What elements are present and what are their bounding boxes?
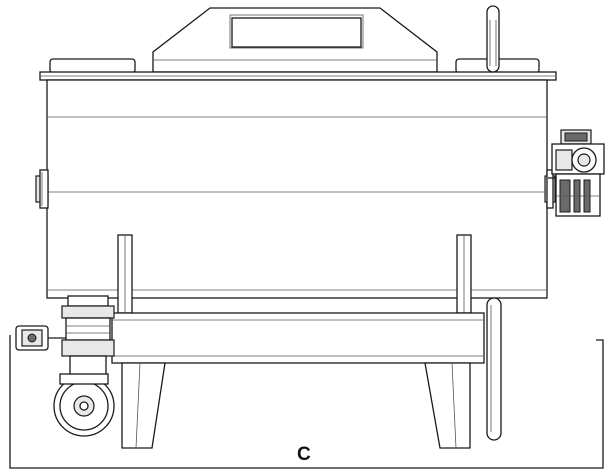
pump-icon — [53, 373, 115, 437]
view-label: C — [297, 444, 311, 465]
right-bearing — [544, 169, 556, 209]
tank-rim — [39, 71, 557, 81]
top-hood — [152, 7, 438, 73]
leg-right — [424, 362, 471, 449]
floor-outline — [9, 335, 604, 469]
left-lid — [49, 58, 136, 74]
vertical-pipe-right — [486, 5, 502, 441]
frame-post-left — [117, 234, 133, 314]
left-bearing — [35, 169, 49, 209]
gear-motor-icon — [548, 129, 605, 217]
outlet-valve-icon — [61, 295, 115, 377]
frame-post-right — [456, 234, 472, 314]
actuator-box-icon — [15, 325, 66, 351]
leg-left — [121, 362, 166, 449]
base-frame — [111, 312, 485, 364]
